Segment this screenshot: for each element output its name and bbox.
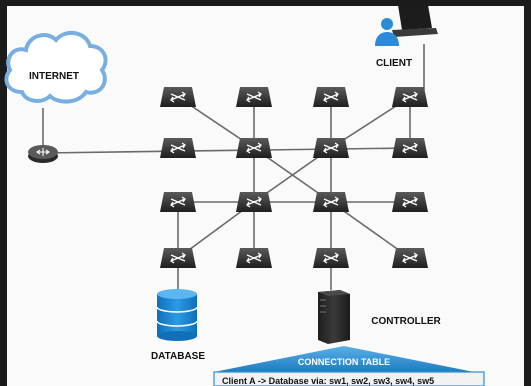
database-icon <box>156 289 198 341</box>
connection-table-title: CONNECTION TABLE <box>298 357 390 367</box>
controller-label: CONTROLLER <box>371 316 441 327</box>
switch-icon <box>392 248 428 268</box>
switch-grid <box>160 87 428 268</box>
switch-icon <box>236 248 272 268</box>
router-icon <box>28 145 58 163</box>
switch-icon <box>236 138 272 158</box>
switch-icon <box>392 138 428 158</box>
internet-cloud-icon <box>4 30 108 104</box>
link-router-row2 <box>42 147 411 154</box>
controller-server-icon <box>318 290 350 344</box>
switch-icon <box>160 192 196 212</box>
connection-table <box>213 346 485 386</box>
switch-icon <box>392 87 428 107</box>
client-laptop-icon <box>392 5 438 37</box>
client-label: CLIENT <box>376 58 412 69</box>
connection-table-entry: Client A -> Database via: sw1, sw2, sw3,… <box>222 376 434 386</box>
switch-icon <box>392 192 428 212</box>
switch-icon <box>236 192 272 212</box>
connection-table-header <box>214 346 474 372</box>
switch-icon <box>313 248 349 268</box>
switch-icon <box>313 138 349 158</box>
switch-icon <box>313 87 349 107</box>
database-label: DATABASE <box>151 351 205 362</box>
internet-label: INTERNET <box>29 71 79 82</box>
switch-icon <box>160 87 196 107</box>
switch-icon <box>160 248 196 268</box>
client-user-icon <box>375 18 399 46</box>
switch-icon <box>313 192 349 212</box>
switch-icon <box>160 138 196 158</box>
connection-table-body <box>213 371 485 386</box>
switch-icon <box>236 87 272 107</box>
